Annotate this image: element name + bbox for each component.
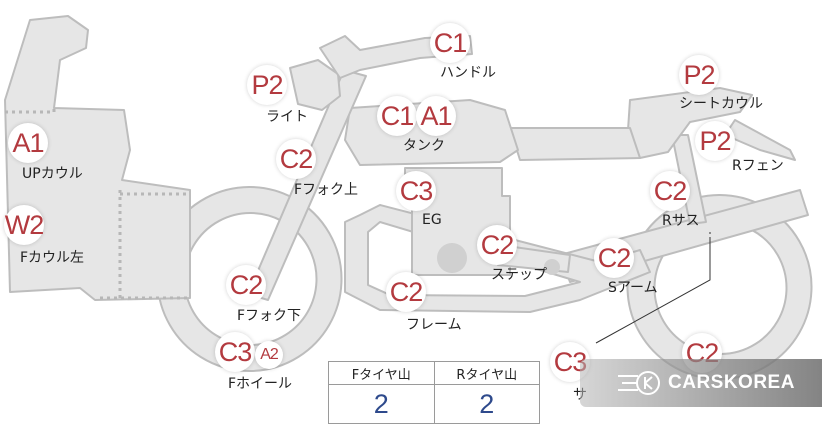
grade-badge-front-cowl-left: W2 — [4, 205, 44, 245]
grade-badge-front-wheel-1: C3 — [215, 332, 255, 372]
part-label-up-cowl: UPカウル — [22, 166, 83, 182]
grade-badge-handle: C1 — [430, 23, 470, 63]
rear-tread-header: Rタイヤ山 — [433, 361, 540, 385]
part-label-rear-fender: Rフェン — [732, 158, 784, 174]
part-label-light: ライト — [266, 109, 308, 125]
part-label-step: ステップ — [491, 267, 547, 283]
part-label-front-fork-upper: Fフォク上 — [294, 182, 359, 198]
tire-tread-table: Fタイヤ山 Rタイヤ山 2 2 — [328, 361, 540, 424]
grade-badge-rear-suspension: C2 — [650, 171, 690, 211]
grade-badge-front-wheel-2: A2 — [255, 341, 283, 369]
grade-badge-frame: C2 — [386, 272, 426, 312]
front-tread-value: 2 — [328, 384, 435, 424]
part-label-front-fork-lower: Fフォク下 — [237, 308, 302, 324]
part-label-seat-cowl: シートカウル — [679, 96, 763, 112]
grade-badge-front-fork-upper: C2 — [276, 139, 316, 179]
carskorea-logo-icon — [618, 371, 660, 395]
brand-name: CARSKOREA — [668, 372, 795, 393]
grade-badge-front-fork-lower: C2 — [226, 265, 266, 305]
rear-fender-shape — [724, 119, 796, 161]
grade-badge-seat-cowl: P2 — [679, 55, 719, 95]
part-label-tank: タンク — [403, 138, 445, 154]
part-label-handle: ハンドル — [440, 65, 496, 81]
grade-badge-tank-2: A1 — [416, 96, 456, 136]
grade-badge-swing-arm: C2 — [594, 238, 634, 278]
part-label-front-wheel: Fホイール — [228, 376, 293, 392]
part-label-rear-suspension: Rサス — [662, 213, 700, 229]
seat-shape — [509, 127, 641, 161]
front-fork-shape — [247, 69, 367, 301]
grade-badge-tank-1: C1 — [377, 96, 417, 136]
grade-badge-rear-fender: P2 — [695, 121, 735, 161]
rear-tread-value: 2 — [433, 384, 540, 424]
grade-badge-light: P2 — [247, 65, 287, 105]
brand-watermark: CARSKOREA — [580, 359, 822, 407]
headlight-shape — [289, 59, 341, 111]
part-label-front-cowl-left: Fカウル左 — [20, 250, 85, 266]
grade-badge-engine: C3 — [396, 171, 436, 211]
part-label-swing-arm: Sアーム — [608, 280, 658, 296]
front-tread-header: Fタイヤ山 — [328, 361, 435, 385]
grade-badge-step: C2 — [477, 225, 517, 265]
upper-cowl-shape — [4, 15, 191, 301]
part-label-engine: EG — [422, 212, 442, 228]
grade-badge-up-cowl: A1 — [8, 123, 48, 163]
part-label-frame: フレーム — [406, 317, 462, 333]
